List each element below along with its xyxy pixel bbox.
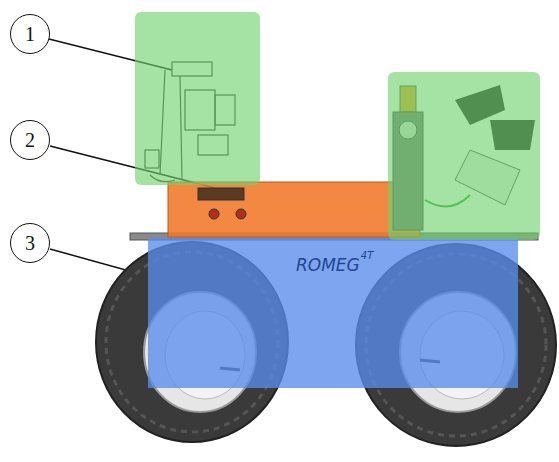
callout-number: 1 [25,24,35,44]
drive-base-region [148,238,518,388]
manipulator-region [388,72,540,240]
logo-text: ROMEG [296,255,360,275]
callout-circle: 3 [10,223,50,263]
logo-text: 4T [361,250,373,261]
control-box-region [168,182,420,237]
callout-number: 3 [25,233,35,253]
display-panel [198,188,244,200]
callout-number: 2 [25,130,35,150]
sensor-region [135,12,260,185]
callout-circle: 1 [10,14,50,54]
callout-circle: 2 [10,120,50,160]
